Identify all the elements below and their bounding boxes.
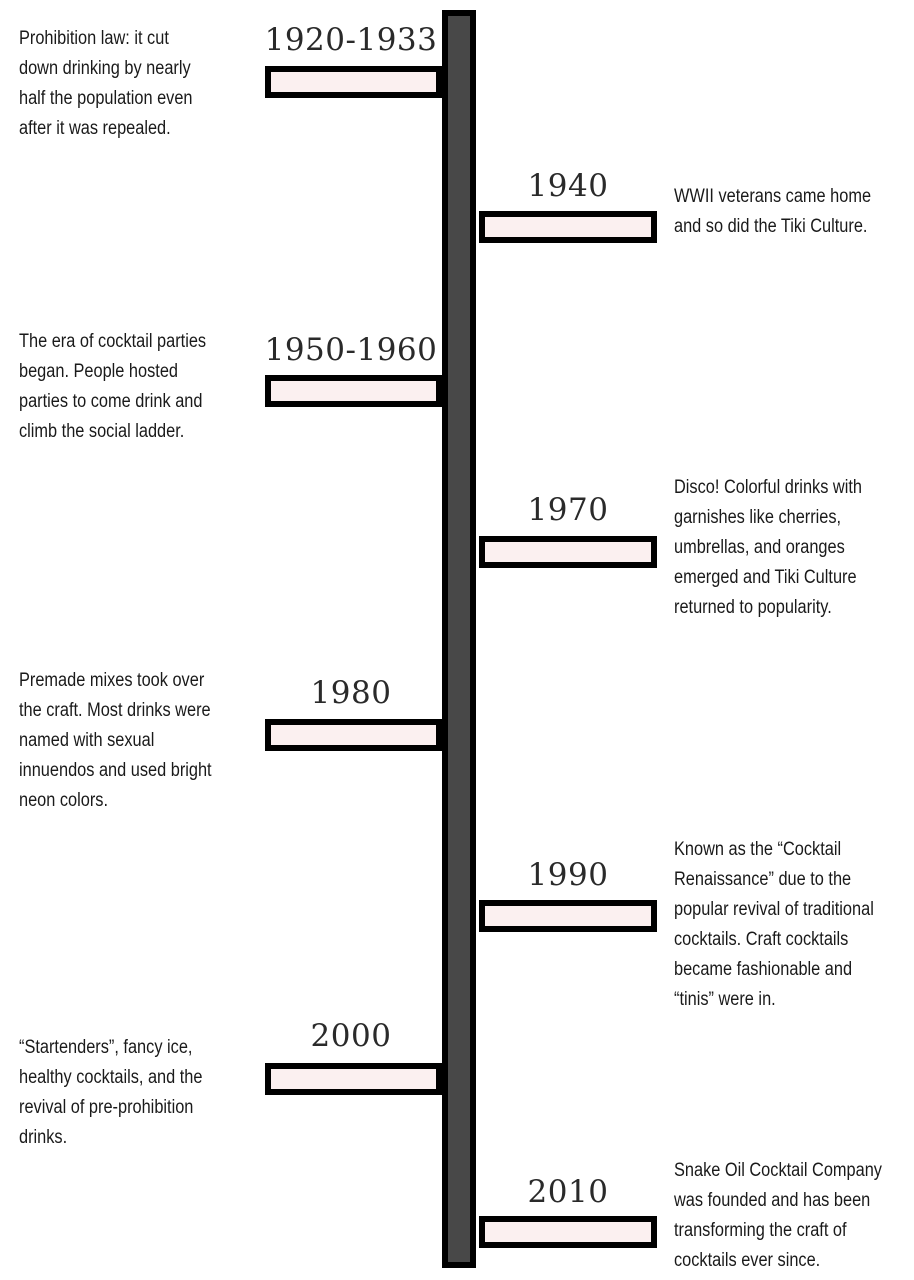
timeline-bar-1970 [479,536,657,568]
event-description-1920-1933: Prohibition law: it cut down drinking by… [19,28,193,139]
year-label-1990: 1990 [527,857,609,893]
year-label-1980: 1980 [310,675,392,711]
event-description-2000: “Startenders”, fancy ice, healthy cockta… [19,1037,203,1148]
event-description-1990: Known as the “Cocktail Renaissance” due … [674,839,874,1010]
timeline-bar-1920-1933 [265,66,442,98]
event-description-1950-1960: The era of cocktail parties began. Peopl… [19,331,207,442]
year-label-1920-1933: 1920-1933 [264,22,438,58]
timeline-bar-2000 [265,1063,442,1095]
event-description-1980: Premade mixes took over the craft. Most … [19,670,212,811]
event-description-2010: Snake Oil Cocktail Company was founded a… [674,1160,882,1271]
year-label-2000: 2000 [310,1018,392,1054]
timeline-spine [442,10,476,1268]
timeline-bar-1940 [479,211,657,243]
year-label-1940: 1940 [527,168,609,204]
year-label-2010: 2010 [527,1174,609,1210]
event-description-1970: Disco! Colorful drinks with garnishes li… [674,477,862,618]
event-description-1940: WWII veterans came home and so did the T… [674,186,872,237]
year-label-1970: 1970 [527,492,609,528]
timeline-bar-2010 [479,1216,657,1248]
timeline-bar-1980 [265,719,442,751]
timeline-bar-1990 [479,900,657,932]
timeline-bar-1950-1960 [265,375,442,407]
year-label-1950-1960: 1950-1960 [264,332,438,368]
